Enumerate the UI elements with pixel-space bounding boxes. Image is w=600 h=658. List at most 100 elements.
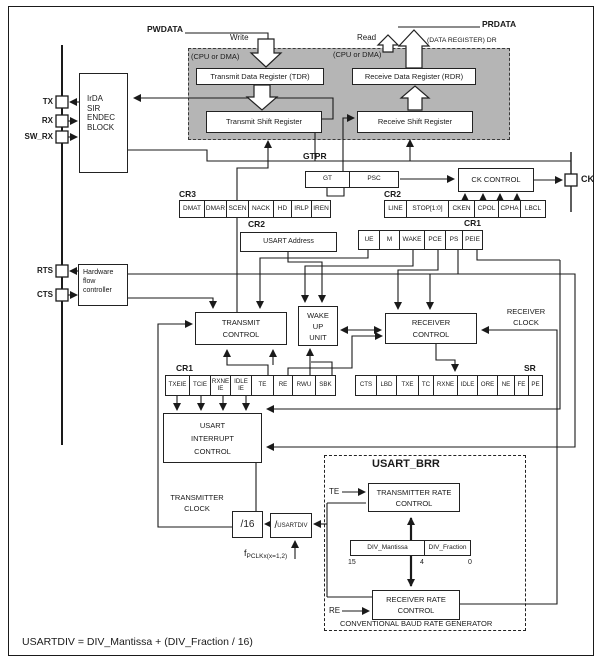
sr-register: CTS LBD TXE TC RXNE IDLE ORE NE FE PE <box>355 375 543 396</box>
sr-bit-tc: TC <box>418 375 434 396</box>
rts-pin-label: RTS <box>37 266 53 275</box>
sr-bit-txe: TXE <box>396 375 419 396</box>
cr1-bit-tcie: TCIE <box>189 375 211 396</box>
cr1-ie-register-label: CR1 <box>176 363 194 373</box>
rx-pin-square <box>55 114 69 128</box>
cr3-bit-hd: HD <box>273 200 292 218</box>
baud-rate-generator-label: CONVENTIONAL BAUD RATE GENERATOR <box>340 619 493 628</box>
cr1-bit-re: RE <box>273 375 293 396</box>
wires <box>61 26 576 615</box>
transmitter-rate-control-block: TRANSMITTER RATE CONTROL <box>368 483 460 512</box>
cr1-ie-register: TXEIE TCIE RXNE IE IDLE IE TE RE RWU SBK <box>165 375 336 396</box>
sr-bit-pe: PE <box>528 375 543 396</box>
cr1-bit-pce: PCE <box>424 230 446 250</box>
gtpr-bit-psc: PSC <box>349 171 399 188</box>
rdr-block: Receive Data Register (RDR) <box>352 68 476 85</box>
sr-bit-ne: NE <box>497 375 515 396</box>
cr3-bit-iren: IREN <box>311 200 331 218</box>
brr-div-fraction: DIV_Fraction <box>424 540 471 556</box>
fpclk-label: fPCLKx(x=1,2) <box>244 549 287 561</box>
fpclk-base: f <box>244 548 247 558</box>
usart-brr-region <box>324 455 526 631</box>
cr1-bit-rwu: RWU <box>292 375 316 396</box>
rx-pin-label: RX <box>41 116 53 125</box>
sr-bit-rxne: RXNE <box>433 375 458 396</box>
sw-rx-pin-square <box>55 130 69 144</box>
cpu-or-dma-right-label: (CPU or DMA) <box>333 50 382 59</box>
usart-address-register: USART Address <box>240 232 337 252</box>
cr1-ctrl-register: UE M WAKE PCE PS PEIE <box>358 230 483 250</box>
gtpr-register: GT PSC <box>305 171 399 188</box>
sr-bit-idle: IDLE <box>457 375 478 396</box>
hardware-flow-controller-block: Hardware flow controller <box>78 264 128 306</box>
receive-shift-register-block: Receive Shift Register <box>357 111 473 133</box>
prdata-label: PRDATA <box>482 19 517 29</box>
gtpr-register-label: GTPR <box>303 151 327 161</box>
rts-pin-square <box>55 264 69 278</box>
cpu-or-dma-left-label: (CPU or DMA) <box>191 52 240 61</box>
tdr-block: Transmit Data Register (TDR) <box>196 68 324 85</box>
cr1-bit-m: M <box>379 230 400 250</box>
ck-control-block: CK CONTROL <box>458 168 534 192</box>
cr1-bit-ue: UE <box>358 230 380 250</box>
diagram-frame <box>8 6 594 656</box>
cr2-clock-register-label: CR2 <box>384 189 402 199</box>
receiver-control-block: RECEIVER CONTROL <box>385 313 477 344</box>
cr2-bit-cken: CKEN <box>448 200 475 218</box>
usartdiv-name: USARTDIV <box>277 522 308 529</box>
usartdiv-slash: / <box>274 519 278 531</box>
sr-bit-lbd: LBD <box>376 375 397 396</box>
cr1-bit-wake: WAKE <box>399 230 425 250</box>
fpclk-sub: PCLKx(x=1,2) <box>246 553 288 560</box>
brr-bit0-label: 0 <box>468 559 472 566</box>
cr1-bit-te: TE <box>251 375 274 396</box>
cr1-bit-sbk: SBK <box>315 375 336 396</box>
data-register-dr-label: (DATA REGISTER) DR <box>427 37 497 44</box>
transmitter-clock-label: TRANSMITTER CLOCK <box>170 493 224 513</box>
rdr-to-read-arrow <box>397 29 431 69</box>
brr-bit4-label: 4 <box>420 559 424 566</box>
cr3-bit-dmat: DMAT <box>179 200 205 218</box>
transmit-shift-register-block: Transmit Shift Register <box>206 111 322 133</box>
cr1-bit-peie: PEIE <box>462 230 483 250</box>
read-up-arrow <box>376 34 400 53</box>
cr3-register: DMAT DMAR SCEN NACK HD IRLP IREN <box>179 200 331 218</box>
cr2-bit-line: LINE <box>384 200 407 218</box>
cr2-bit-cpha: CPHA <box>498 200 521 218</box>
sw-rx-pin-label: SW_RX <box>24 132 53 141</box>
brr-register: DIV_Mantissa DIV_Fraction <box>350 540 471 556</box>
cr1-bit-txeie: TXEIE <box>165 375 190 396</box>
sr-bit-fe: FE <box>514 375 529 396</box>
transmit-control-block: TRANSMIT CONTROL <box>195 312 287 345</box>
cr2-addr-register-label: CR2 <box>248 219 266 229</box>
irda-sir-endec-block: IrDA SIR ENDEC BLOCK <box>79 73 128 173</box>
wakeup-unit-block: WAKE UP UNIT <box>298 306 338 346</box>
div16-block: /16 <box>232 511 263 538</box>
ck-pin-label: CK <box>581 174 594 184</box>
brr-div-mantissa: DIV_Mantissa <box>350 540 425 556</box>
cr2-bit-cpol: CPOL <box>474 200 499 218</box>
re-label: RE <box>329 606 341 615</box>
cr1-bit-ps: PS <box>445 230 463 250</box>
tx-pin-square <box>55 95 69 109</box>
cts-pin-square <box>55 288 69 302</box>
cr2-bit-stop: STOP[1:0] <box>406 200 449 218</box>
cr3-bit-nack: NACK <box>248 200 274 218</box>
sr-register-label: SR <box>524 363 536 373</box>
brr-bit15-label: 15 <box>348 559 356 566</box>
cr2-bit-lbcl: LBCL <box>520 200 546 218</box>
cts-pin-label: CTS <box>37 290 53 299</box>
sr-bit-cts: CTS <box>355 375 377 396</box>
pin-squares <box>55 95 578 302</box>
ck-pin-square <box>564 173 578 187</box>
cr3-bit-irlp: IRLP <box>291 200 312 218</box>
usart-brr-title: USART_BRR <box>372 458 440 470</box>
cr1-bit-idleie: IDLE IE <box>230 375 252 396</box>
write-label: Write <box>230 33 249 42</box>
tdr-to-tsr-arrow <box>245 84 279 111</box>
usartdiv-block: /USARTDIV <box>270 513 312 538</box>
cr2-clock-register: LINE STOP[1:0] CKEN CPOL CPHA LBCL <box>384 200 546 218</box>
read-label: Read <box>357 33 377 42</box>
